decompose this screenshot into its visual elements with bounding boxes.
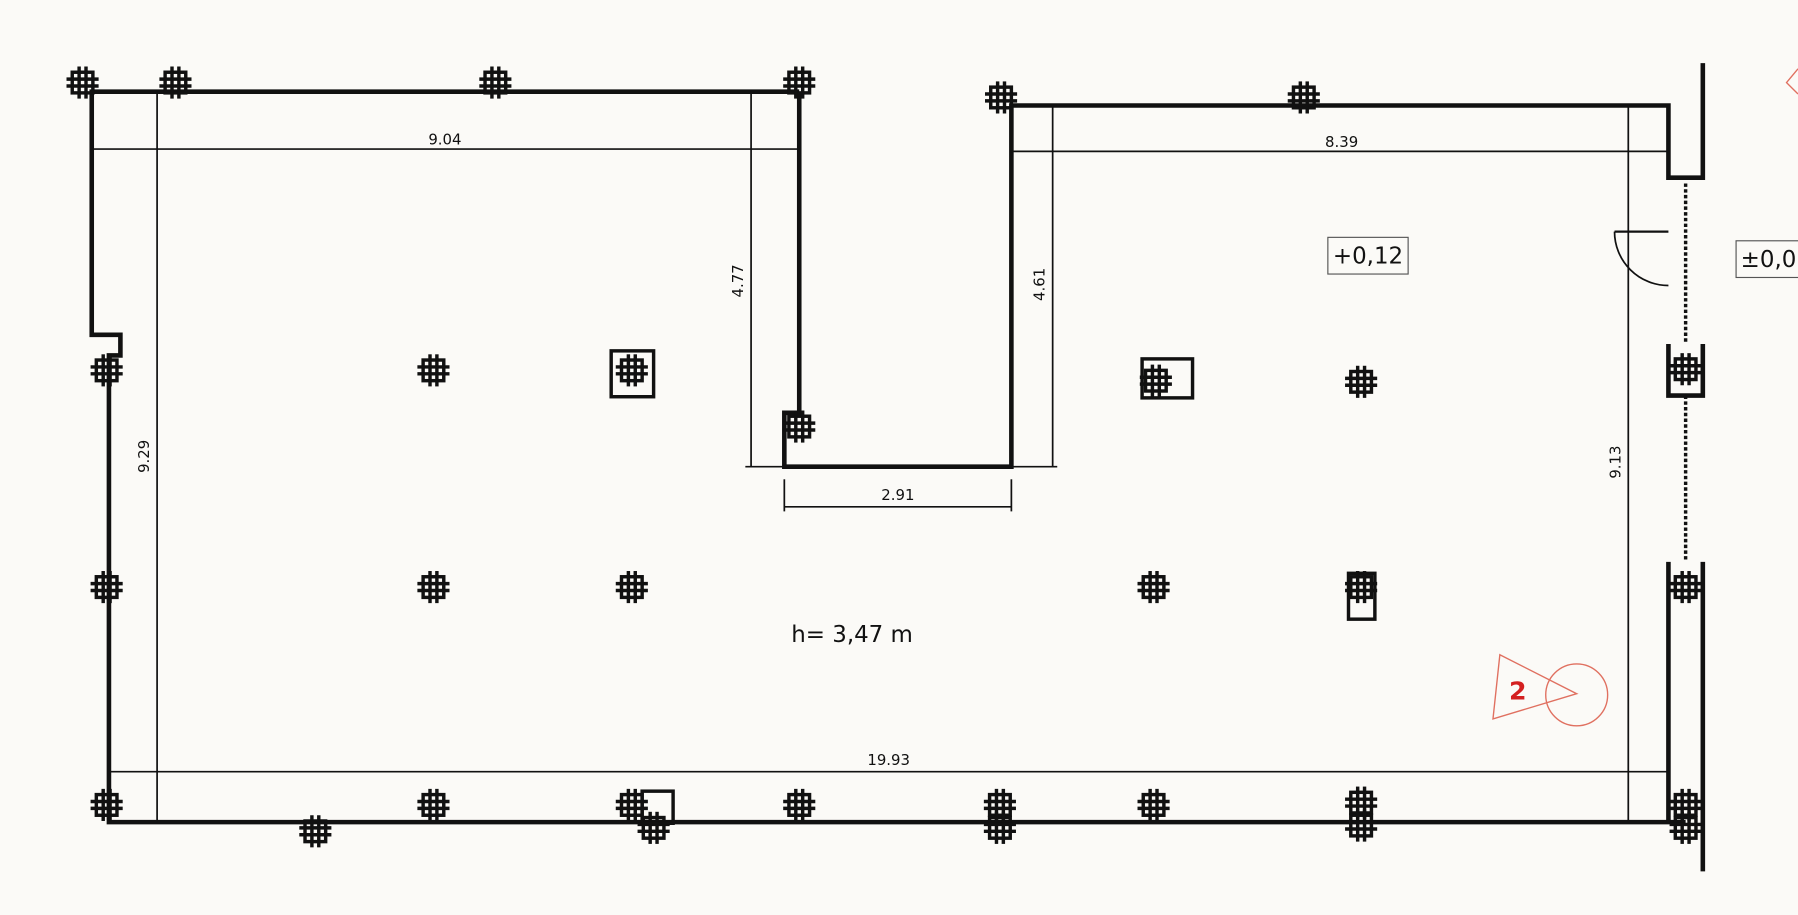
dimension-lines <box>91 91 1669 823</box>
dim-top-left: 9.04 <box>428 130 461 148</box>
dim-left-height: 9.29 <box>135 440 153 473</box>
level-inside-tag: +0,12 <box>1327 236 1409 275</box>
dim-notch-left: 4.77 <box>729 264 747 297</box>
dim-top-right: 8.39 <box>1325 133 1358 151</box>
level-outside: ±0,0 <box>1741 247 1797 273</box>
dim-right-height: 9.13 <box>1606 446 1624 479</box>
walls <box>89 63 1706 872</box>
view-marker-number: 2 <box>1509 676 1527 705</box>
dim-notch-right: 4.61 <box>1031 268 1049 301</box>
dim-total-width: 19.93 <box>867 751 910 769</box>
level-inside: +0,12 <box>1333 244 1403 270</box>
columns <box>64 64 1704 850</box>
view-marker-edge <box>1785 68 1798 95</box>
view-marker: 2 <box>1492 653 1609 727</box>
door <box>1613 230 1669 287</box>
level-outside-tag: ±0,0 <box>1735 240 1798 279</box>
dim-notch-width: 2.91 <box>881 486 914 504</box>
ceiling-height: h= 3,47 m <box>791 622 913 648</box>
dimension-labels: 9.04 8.39 4.77 4.61 2.91 9.29 9.13 19.93 <box>135 130 1624 768</box>
